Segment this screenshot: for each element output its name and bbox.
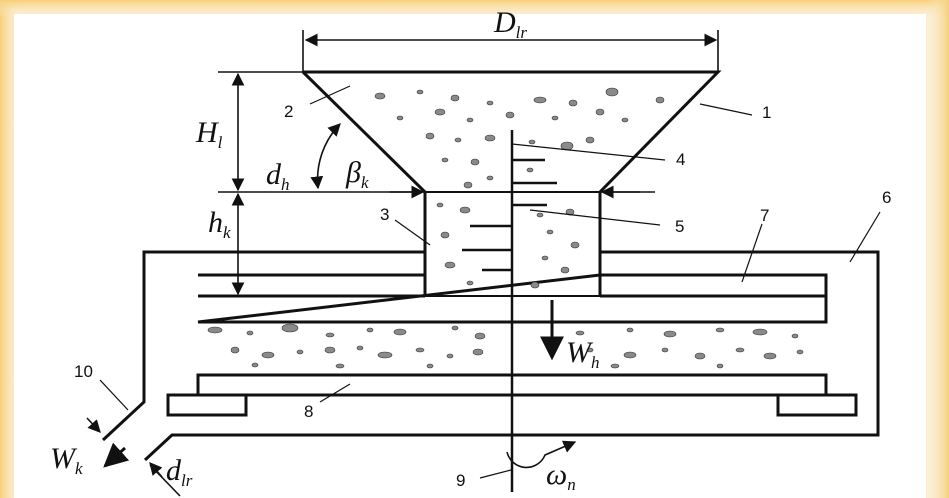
label-2: 2: [284, 102, 293, 121]
leader-5: [529, 209, 661, 226]
diagram-panel: [14, 14, 926, 498]
foot-right: [776, 393, 858, 417]
symbol-H: Hl: [195, 116, 223, 152]
arrow-omega: [506, 440, 577, 469]
right-glow: [927, 0, 949, 498]
leader-8: [319, 383, 351, 403]
label-10: 10: [74, 362, 93, 381]
label-8: 8: [304, 402, 313, 421]
symbol-omega: ωn: [546, 458, 576, 494]
angle-beta-arc: [310, 123, 341, 190]
label-9: 9: [456, 471, 465, 490]
leader-10: [99, 379, 129, 411]
casing-left-upper: [101, 250, 425, 442]
ext-line: [149, 464, 181, 497]
label-3: 3: [380, 205, 389, 224]
leader-6: [849, 211, 881, 263]
top-glow: [0, 0, 949, 18]
label-5: 5: [675, 217, 684, 236]
upper-disk: [197, 273, 828, 324]
symbol-dh: dh: [266, 158, 290, 194]
label-4: 4: [676, 150, 685, 169]
symbol-dlr: dlr: [166, 454, 193, 490]
label-7: 7: [760, 206, 769, 225]
leader-2: [309, 85, 351, 105]
arrow-dlr-a: [86, 417, 101, 433]
symbol-Wk: Wk: [50, 442, 83, 478]
leader-1: [699, 103, 753, 116]
symbol-hk: hk: [208, 206, 231, 242]
foot-left: [166, 393, 248, 417]
leader-3: [394, 219, 431, 246]
leader-9: [479, 469, 512, 479]
leader-4: [511, 143, 666, 161]
material-particles: [207, 87, 804, 369]
symbol-D: Dlr: [493, 6, 527, 42]
symbol-beta: βk: [345, 156, 369, 192]
symbol-Wh: Wh: [566, 336, 600, 372]
casing-right-lower: [143, 250, 880, 462]
arrow-Wk: [103, 442, 130, 468]
leader-7: [741, 223, 763, 283]
label-1: 1: [762, 103, 771, 122]
label-6: 6: [882, 188, 891, 207]
